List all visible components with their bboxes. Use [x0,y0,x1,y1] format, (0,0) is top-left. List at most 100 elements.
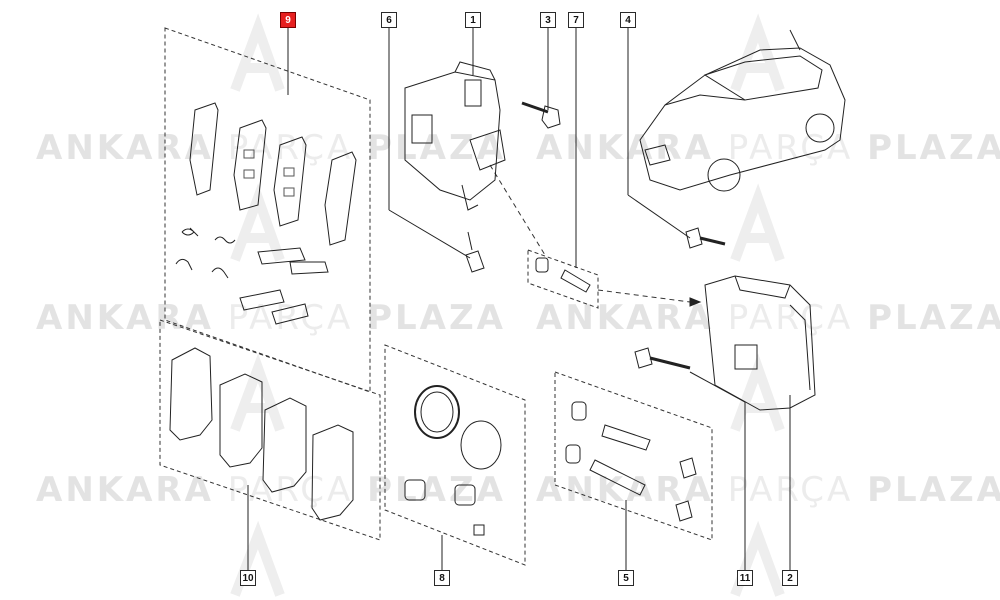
callout-6[interactable]: 6 [381,12,397,28]
bracket-top [734,275,791,299]
bolt-3-head [541,105,561,129]
arrow-head-icon [689,297,702,307]
small-bolt-2 [675,500,693,522]
bolt-6-head [465,250,485,273]
bushing-1 [404,479,426,501]
dashed-link-guide [597,289,691,303]
car-antenna [789,29,801,51]
dashed-link-caliper [489,164,546,256]
caliper-bleed-port [469,129,506,171]
dashed-links [489,164,691,303]
bolt-4-head [685,227,703,249]
brake-pad-4 [311,424,354,521]
spring-2 [211,267,229,279]
shim-3 [273,136,307,227]
car-rear-wheel [805,113,835,143]
guide-bushing [535,257,549,273]
watermark-logo-2 [730,13,785,92]
car-front-wheel [707,158,741,192]
part-2-bracket [704,275,816,411]
watermark-row-2a: ANKARA PARÇA PLAZA [36,298,506,338]
watermark-row-1b: ANKARA PARÇA PLAZA [536,128,1000,168]
shim-slot-4 [283,187,295,197]
callout-10[interactable]: 10 [240,570,256,586]
brake-pad-1 [169,347,213,441]
group-box-7 [527,249,599,309]
car-hood [664,94,746,106]
clip-2 [175,258,193,271]
watermark-row-1a: ANKARA PARÇA PLAZA [36,128,506,168]
leader-6b [388,209,471,259]
caliper-top [454,61,496,81]
vehicle-illustration [639,29,846,192]
guide-pin-2 [589,459,646,496]
bushing-2 [454,484,476,506]
watermark-row-2b: ANKARA PARÇA PLAZA [536,298,1000,338]
bracket-arm [789,304,811,391]
shim-slot-2 [243,169,255,179]
bracket-body [704,275,816,411]
part-10-brake-pads [169,347,354,521]
part-7-guide-kit [535,257,591,293]
group-box-5 [554,371,713,541]
part-9-clips [175,227,329,325]
part-11-bolt [634,347,691,370]
watermark-row-3b: ANKARA PARÇA PLAZA [536,470,1000,510]
watermark-logo-6 [730,353,785,432]
car-windows [703,55,823,101]
watermark-row-3a: ANKARA PARÇA PLAZA [36,470,506,510]
callout-9[interactable]: 9 [280,12,296,28]
watermark-logos [230,13,785,597]
part-5-guide-kit [565,401,697,522]
bleed-cap [473,524,485,536]
boot-1 [571,401,587,421]
brake-pad-2 [219,373,263,468]
piston-seal-outer [414,385,460,439]
watermark-logo-4 [730,183,785,262]
leader-lines [247,28,791,570]
part-6-bolt [465,231,485,273]
watermark-logo-3 [230,183,285,262]
caliper-window [411,114,433,144]
shim-slot-3 [283,167,295,177]
callout-8[interactable]: 8 [434,570,450,586]
clip-1 [181,227,199,237]
part-3-bolt [521,101,561,129]
bolt-11-shank [649,356,691,370]
shim-4 [324,151,357,246]
bolt-4-shank [699,236,726,246]
callout-11[interactable]: 11 [737,570,753,586]
part-9-shims [189,102,357,246]
bolt-11-head [634,347,653,369]
caliper-body [404,71,501,201]
car-grille [644,144,671,166]
group-box-8 [384,344,526,566]
callout-3[interactable]: 3 [540,12,556,28]
part-4-bolt [685,227,726,249]
caliper-guide-boot [464,79,482,107]
spring-1 [214,236,236,244]
bracket-window [734,344,758,370]
callout-5[interactable]: 5 [618,570,634,586]
boot-2 [565,444,581,464]
guide-pin-1 [601,424,651,451]
shim-2 [233,119,267,211]
abutment-clip-3 [239,289,285,311]
callout-7[interactable]: 7 [568,12,584,28]
callout-1[interactable]: 1 [465,12,481,28]
callout-2[interactable]: 2 [782,570,798,586]
shim-slots [243,149,295,197]
small-bolt-1 [679,457,697,479]
guide-pin [560,269,591,293]
piston-seal-inner [420,391,454,433]
abutment-clip-4 [271,303,309,325]
callout-4[interactable]: 4 [620,12,636,28]
part-1-caliper [404,61,506,211]
leader-4b [627,194,691,239]
group-box-10 [159,319,381,541]
abutment-clip-2 [289,261,329,275]
bolt-6-shank [467,231,473,251]
shim-slot-1 [243,149,255,159]
